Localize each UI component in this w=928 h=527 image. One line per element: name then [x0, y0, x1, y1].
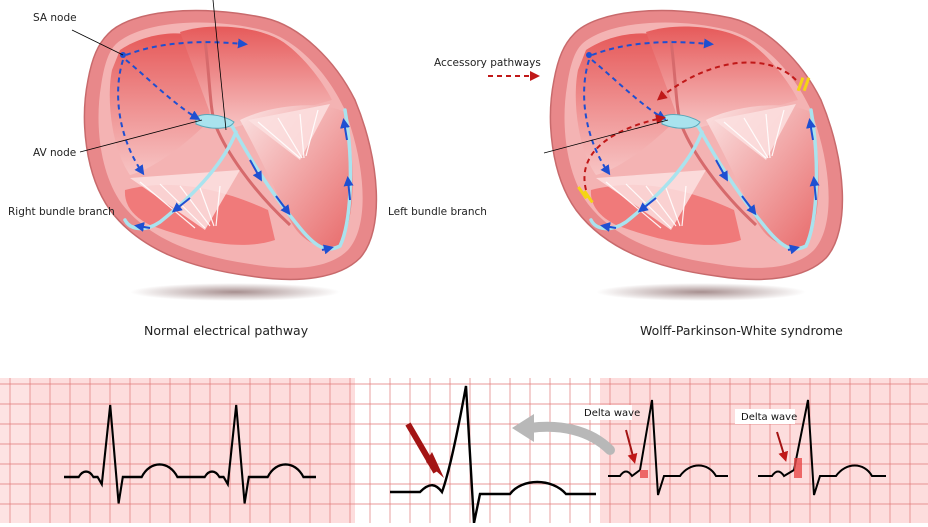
- wpw-heart: [550, 11, 842, 301]
- left-bundle-label: Left bundle branch: [388, 206, 487, 218]
- right-bundle-label: Right bundle branch: [8, 206, 115, 218]
- normal-pathway-caption: Normal electrical pathway: [144, 323, 308, 338]
- av-node-label: AV node: [33, 147, 76, 159]
- normal-heart: [84, 11, 376, 301]
- accessory-pathways-label: Accessory pathways: [434, 57, 541, 69]
- sa-node-label: SA node: [33, 12, 77, 24]
- delta-wave-label-1: Delta wave: [584, 408, 640, 419]
- wpw-caption: Wolff-Parkinson-White syndrome: [640, 323, 843, 338]
- delta-wave-label-2: Delta wave: [741, 412, 797, 423]
